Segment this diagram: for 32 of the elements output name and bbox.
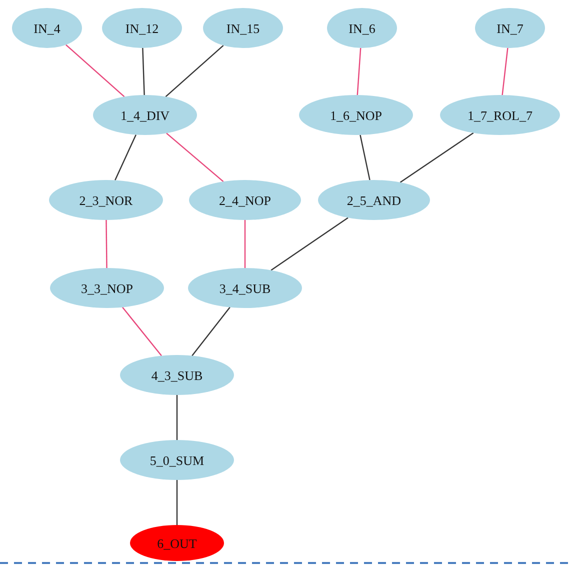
- connector-line: [244, 220, 246, 268]
- connector-line: [356, 48, 362, 96]
- connector-line: [502, 48, 508, 96]
- node-label: 1_6_NOP: [330, 108, 382, 122]
- node-label: 1_7_ROL_7: [468, 108, 532, 122]
- connector-line: [142, 48, 145, 96]
- connector-line: [192, 306, 230, 356]
- node-label: IN_4: [34, 22, 60, 34]
- connector-line: [400, 132, 474, 183]
- node-label: 4_3_SUB: [151, 368, 203, 382]
- node-label: 5_0_SUM: [150, 454, 204, 466]
- node-label: IN_7: [496, 22, 524, 34]
- node-label: 1_4_DIV: [120, 108, 170, 122]
- connector-line: [114, 134, 137, 180]
- connector-line: [66, 44, 125, 98]
- node-label: IN_15: [226, 22, 260, 34]
- connector-line: [106, 220, 108, 268]
- connector-line: [165, 44, 224, 98]
- connector-line: [176, 480, 178, 525]
- connector-line: [176, 395, 178, 440]
- connector-line: [166, 132, 224, 182]
- node-label: 3_3_NOP: [80, 282, 133, 294]
- connector-line: [360, 134, 370, 180]
- node-label: IN_12: [125, 22, 159, 34]
- node-label: 2_3_NOR: [79, 194, 133, 206]
- node-label: 6_OUT: [157, 536, 197, 550]
- node-label: 3_4_SUB: [219, 282, 271, 294]
- node-label: 2_4_NOP: [218, 194, 271, 206]
- node-label: IN_6: [348, 22, 376, 34]
- node-label: 2_5_AND: [346, 194, 402, 206]
- connector-line: [270, 217, 348, 271]
- connector-line: [122, 306, 162, 356]
